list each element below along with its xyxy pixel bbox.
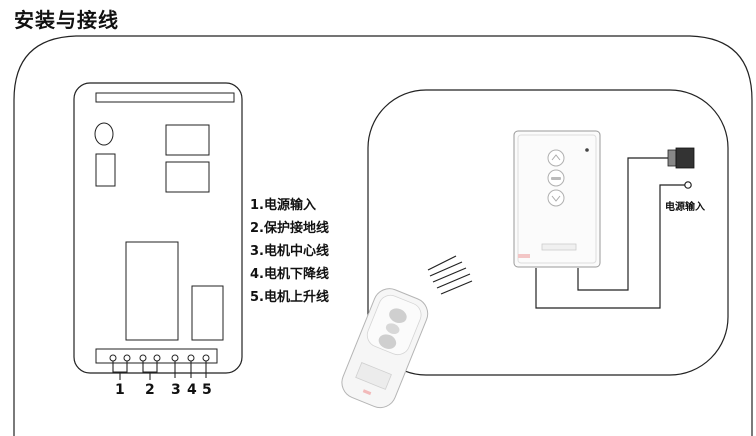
page-title: 安装与接线 bbox=[14, 8, 119, 32]
inner-frame bbox=[367, 89, 729, 376]
board-fuse bbox=[95, 153, 116, 187]
power-input-terminal bbox=[684, 181, 692, 189]
power-plug-icon bbox=[667, 147, 695, 169]
terminal-leads bbox=[112, 361, 207, 380]
terminal-screws bbox=[109, 354, 210, 362]
board-top-strip bbox=[95, 92, 235, 103]
handheld-remote bbox=[341, 288, 429, 409]
board-led bbox=[94, 122, 114, 146]
wall-receiver bbox=[513, 130, 601, 268]
board-transformer bbox=[125, 241, 179, 341]
wire-label-2: 2.保护接地线 bbox=[250, 221, 329, 236]
terminal-number-2: 2 bbox=[145, 382, 155, 398]
wire-label-1: 1.电源输入 bbox=[250, 198, 316, 213]
receiver-wiring bbox=[535, 157, 686, 309]
board-relay-1 bbox=[165, 124, 210, 156]
terminal-number-1: 1 bbox=[115, 382, 125, 398]
power-input-label: 电源输入 bbox=[665, 202, 705, 213]
terminal-number-5: 5 bbox=[202, 382, 212, 398]
board-capacitor bbox=[191, 285, 224, 341]
terminal-number-4: 4 bbox=[187, 382, 197, 398]
wireless-signal-icon bbox=[427, 255, 473, 295]
wire-label-5: 5.电机上升线 bbox=[250, 290, 329, 305]
outer-frame bbox=[13, 35, 753, 436]
terminal-number-3: 3 bbox=[171, 382, 181, 398]
wire-label-4: 4.电机下降线 bbox=[250, 267, 329, 282]
wire-label-3: 3.电机中心线 bbox=[250, 244, 329, 259]
board-relay-2 bbox=[165, 161, 210, 193]
